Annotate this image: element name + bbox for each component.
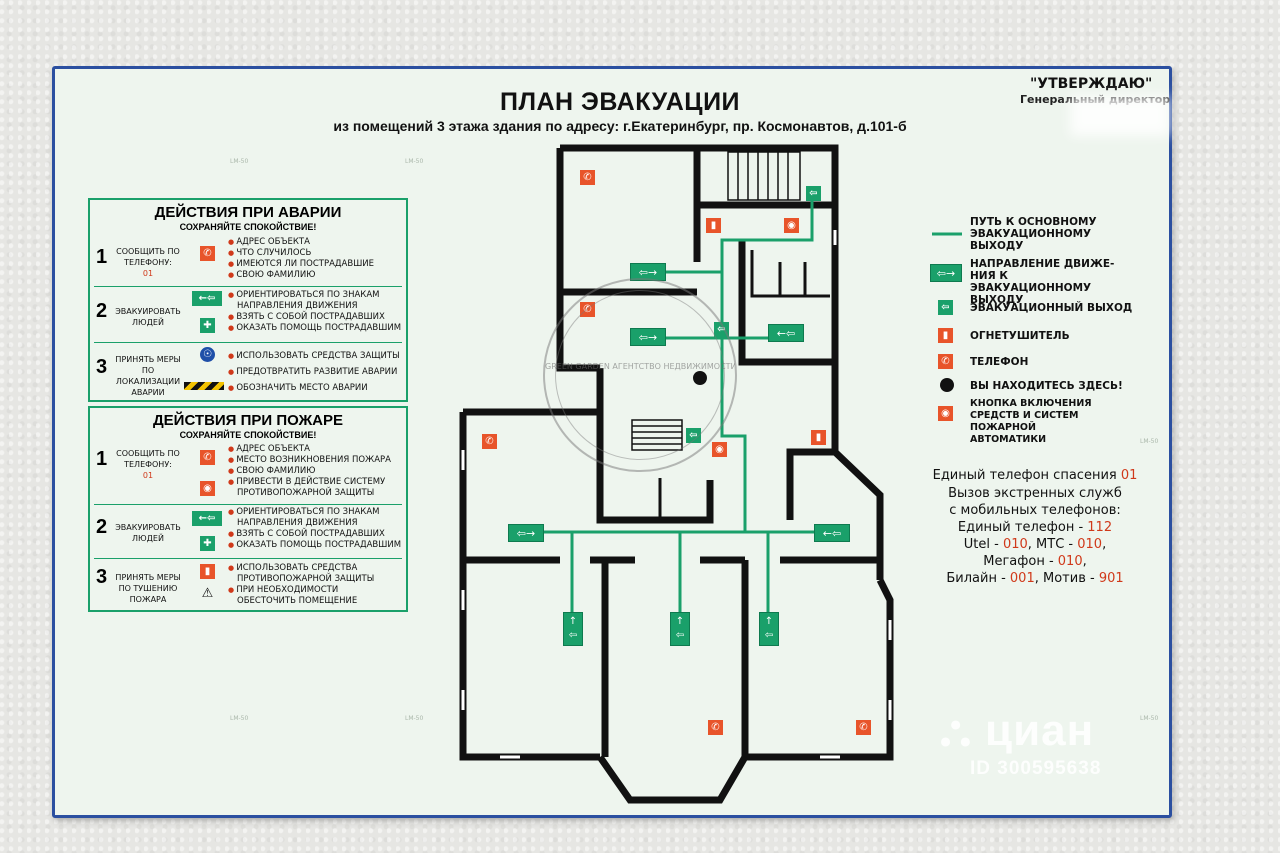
windows bbox=[461, 230, 892, 759]
exit-arrow-icon: ⇦→ bbox=[508, 524, 544, 542]
wall bbox=[560, 144, 839, 368]
exit-door-icon: ⇦ bbox=[938, 300, 953, 315]
fire-button-icon: ◉ bbox=[938, 406, 953, 421]
phone-line-mobile: Вызов экстренных служб bbox=[948, 486, 1122, 501]
step-items: АДРЕС ОБЪЕКТАЧТО СЛУЧИЛОСЬ ИМЕЮТСЯ ЛИ ПО… bbox=[228, 237, 374, 281]
legend-phone-text: ТЕЛЕФОН bbox=[970, 356, 1029, 368]
phone-icon: ✆ bbox=[200, 450, 215, 465]
accident-title: ДЕЙСТВИЯ ПРИ АВАРИИ bbox=[154, 204, 342, 221]
wall bbox=[738, 240, 835, 366]
extinguisher-icon: ▮ bbox=[200, 564, 215, 579]
phone-icon: ✆ bbox=[482, 434, 497, 449]
plan-title: ПЛАН ЭВАКУАЦИИ bbox=[499, 88, 741, 116]
legend-here-text: ВЫ НАХОДИТЕСЬ ЗДЕСЬ! bbox=[970, 380, 1123, 392]
board-mark: LM-50 bbox=[405, 715, 424, 722]
step-number: 1 bbox=[96, 246, 108, 268]
step-items: АДРЕС ОБЪЕКТАМЕСТО ВОЗНИКНОВЕНИЯ ПОЖАРА … bbox=[228, 444, 391, 499]
exit-arrow-icon: ←⇦ bbox=[192, 291, 222, 306]
exit-arrow-icon: ←⇦ bbox=[768, 324, 804, 342]
fire-actions-panel: ДЕЙСТВИЯ ПРИ ПОЖАРЕ СОХРАНЯЙТЕ СПОКОЙСТВ… bbox=[88, 406, 408, 612]
phone-line-utel: Utel - 010, МТС - 010, bbox=[963, 537, 1107, 552]
fire-title: ДЕЙСТВИЯ ПРИ ПОЖАРЕ bbox=[152, 412, 344, 429]
phone-line-megafon: Мегафон - 010, bbox=[983, 554, 1087, 569]
phone-line-single: Единый телефон - 112 bbox=[957, 520, 1113, 535]
step-items: ИСПОЛЬЗОВАТЬ СРЕДСТВА ЗАЩИТЫПРЕДОТВРАТИТ… bbox=[228, 348, 399, 396]
wall bbox=[745, 578, 894, 761]
legend-button-text: КНОПКА ВКЛЮЧЕНИЯ СРЕДСТВ И СИСТЕМ ПОЖАРН… bbox=[970, 398, 1092, 445]
step-label: СООБЩИТЬ ПО ТЕЛЕФОНУ:01 bbox=[116, 247, 180, 278]
fire-button-icon: ◉ bbox=[784, 218, 799, 233]
you-are-here-icon bbox=[940, 378, 954, 392]
accident-actions-panel: ДЕЙСТВИЯ ПРИ АВАРИИ СОХРАНЯЙТЕ СПОКОЙСТВ… bbox=[88, 198, 408, 402]
legend-route-text: ПУТЬ К ОСНОВНОМУ ЭВАКУАЦИОННОМУ ВЫХОДУ bbox=[970, 216, 1097, 252]
exit-arrow-icon: ⇦→ bbox=[930, 264, 962, 282]
divider bbox=[94, 286, 402, 287]
exit-arrow-icon: ←⇦ bbox=[192, 511, 222, 526]
exit-up-icon: ↑⇦ bbox=[759, 612, 779, 646]
cian-watermark-id: ID 300595638 bbox=[970, 758, 1102, 779]
divider bbox=[94, 342, 402, 343]
board-mark: LM-50 bbox=[1140, 715, 1159, 722]
board-mark: LM-50 bbox=[230, 715, 249, 722]
phone-icon: ✆ bbox=[580, 170, 595, 185]
step-label: ЭВАКУИРОВАТЬ ЛЮДЕЙ bbox=[115, 307, 181, 327]
wall bbox=[832, 449, 884, 580]
exit-up-icon: ↑⇦ bbox=[563, 612, 583, 646]
cian-watermark-logo: ⛬ циан bbox=[940, 706, 1095, 755]
exit-arrow-icon: ←⇦ bbox=[814, 524, 850, 542]
step-number: 3 bbox=[96, 566, 108, 588]
accident-calm: СОХРАНЯЙТЕ СПОКОЙСТВИЕ! bbox=[179, 222, 317, 232]
legend-extinguisher-text: ОГНЕТУШИТЕЛЬ bbox=[970, 330, 1070, 342]
fire-calm: СОХРАНЯЙТЕ СПОКОЙСТВИЕ! bbox=[179, 430, 317, 440]
extinguisher-icon: ▮ bbox=[938, 328, 953, 343]
board-mark: LM-50 bbox=[405, 158, 424, 165]
step-label: ПРИНЯТЬ МЕРЫ ПО ТУШЕНИЮ ПОЖАРА bbox=[115, 573, 181, 604]
step-number: 3 bbox=[96, 356, 108, 378]
hazard-stripe-icon bbox=[184, 382, 224, 390]
divider bbox=[94, 504, 402, 505]
step-label: ПРИНЯТЬ МЕРЫ ПО ЛОКАЛИЗАЦИИ АВАРИИ bbox=[115, 355, 181, 397]
phone-icon: ✆ bbox=[200, 246, 215, 261]
legend-exit-text: ЭВАКУАЦИОННЫЙ ВЫХОД bbox=[970, 302, 1133, 314]
approve-label: "УТВЕРЖДАЮ" bbox=[1030, 76, 1153, 92]
first-aid-icon: ✚ bbox=[200, 318, 215, 333]
plan-subtitle: из помещений 3 этажа здания по адресу: г… bbox=[333, 118, 907, 134]
board-mark: LM-50 bbox=[1140, 438, 1159, 445]
warning-icon: ⚠ bbox=[201, 586, 214, 601]
board-mark: LM-50 bbox=[230, 158, 249, 165]
phone-line-beeline: Билайн - 001, Мотив - 901 bbox=[946, 571, 1124, 586]
divider bbox=[94, 558, 402, 559]
wall bbox=[786, 368, 839, 520]
fire-button-icon: ◉ bbox=[200, 481, 215, 496]
step-label: СООБЩИТЬ ПО ТЕЛЕФОНУ:01 bbox=[116, 449, 180, 480]
protection-icon: ☉ bbox=[200, 347, 215, 362]
wall bbox=[597, 754, 749, 804]
exit-arrow-icon: ⇦→ bbox=[630, 263, 666, 281]
exit-up-icon: ↑⇦ bbox=[670, 612, 690, 646]
step-number: 1 bbox=[96, 448, 108, 470]
first-aid-icon: ✚ bbox=[200, 536, 215, 551]
step-label: ЭВАКУИРОВАТЬ ЛЮДЕЙ bbox=[115, 523, 181, 543]
step-number: 2 bbox=[96, 516, 108, 538]
phone-line-mobile2: с мобильных телефонов: bbox=[949, 503, 1121, 518]
phone-line-rescue: Единый телефон спасения 01 bbox=[932, 468, 1138, 483]
legend-direction-text: НАПРАВЛЕНИЕ ДВИЖЕ-НИЯ К ЭВАКУАЦИОННОМУ В… bbox=[970, 258, 1115, 306]
agency-seal-watermark: GREEN GARDEN АГЕНТСТВО НЕДВИЖИМОСТИ bbox=[543, 278, 737, 472]
phone-icon: ✆ bbox=[938, 354, 953, 369]
phone-icon: ✆ bbox=[856, 720, 871, 735]
blurred-signature bbox=[1070, 96, 1170, 136]
wall bbox=[459, 412, 600, 761]
step-number: 2 bbox=[96, 300, 108, 322]
wall bbox=[750, 250, 830, 298]
extinguisher-icon: ▮ bbox=[706, 218, 721, 233]
extinguisher-icon: ▮ bbox=[811, 430, 826, 445]
fire-button-icon: ◉ bbox=[712, 442, 727, 457]
exit-door-icon: ⇦ bbox=[806, 186, 821, 201]
phone-icon: ✆ bbox=[708, 720, 723, 735]
